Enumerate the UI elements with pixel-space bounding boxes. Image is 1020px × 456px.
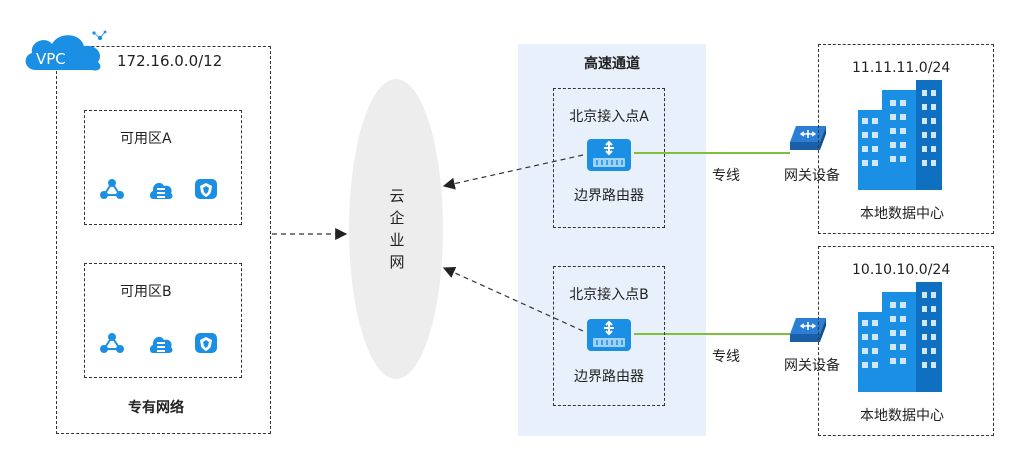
database-cloud-icon	[150, 336, 173, 353]
cen-label-char: 云	[389, 187, 405, 205]
gateway-a-label: 网关设备	[784, 168, 840, 184]
cloud-icon	[25, 30, 107, 71]
router-b-to-cen-arrow	[442, 266, 584, 332]
express-title: 高速通道	[584, 56, 640, 72]
leased-line-a-label: 专线	[712, 168, 740, 184]
cen-label-char: 网	[389, 253, 405, 271]
vpc-footer-label: 专有网络	[128, 400, 184, 416]
idc-b-box	[818, 246, 994, 436]
zone-a-box	[84, 110, 242, 225]
vpc-badge: VPC	[36, 50, 66, 68]
border-router-a-label: 边界路由器	[574, 188, 644, 204]
zone-b-label: 可用区B	[120, 284, 172, 300]
security-shield-icon	[195, 179, 217, 199]
border-router-icon	[587, 139, 631, 171]
access-point-b-label: 北京接入点B	[569, 287, 649, 303]
cen-label-char: 企	[389, 209, 405, 227]
security-shield-icon	[195, 333, 217, 353]
access-point-a-label: 北京接入点A	[569, 109, 649, 125]
idc-a-label: 本地数据中心	[860, 206, 944, 222]
access-point-b-box	[553, 266, 665, 406]
idc-a-cidr: 11.11.11.0/24	[852, 60, 951, 76]
building-icon	[858, 80, 942, 190]
access-point-a-box	[553, 88, 665, 228]
idc-b-cidr: 10.10.10.0/24	[852, 262, 951, 278]
idc-b-label: 本地数据中心	[860, 408, 944, 424]
zone-a-label: 可用区A	[120, 131, 172, 147]
cen-label-char: 业	[389, 231, 405, 249]
gateway-device-icon	[790, 318, 826, 342]
idc-a-box	[818, 44, 994, 234]
gateway-device-icon	[790, 126, 826, 150]
border-router-b-label: 边界路由器	[574, 369, 644, 385]
database-cloud-icon	[150, 182, 173, 199]
zone-b-box	[84, 263, 242, 378]
cen-ellipse	[349, 79, 443, 379]
express-connect-panel	[518, 44, 706, 436]
leased-line-b-label: 专线	[712, 349, 740, 365]
router-a-to-cen-arrow	[442, 154, 584, 190]
building-icon	[858, 282, 942, 392]
border-router-icon	[587, 319, 631, 351]
network-nodes-icon	[100, 333, 124, 353]
vpc-cidr: 172.16.0.0/12	[117, 52, 223, 70]
cen-label: 云 企 业 网	[386, 185, 408, 273]
network-nodes-icon	[100, 179, 124, 199]
gateway-b-label: 网关设备	[784, 358, 840, 374]
vpc-region	[56, 46, 271, 434]
